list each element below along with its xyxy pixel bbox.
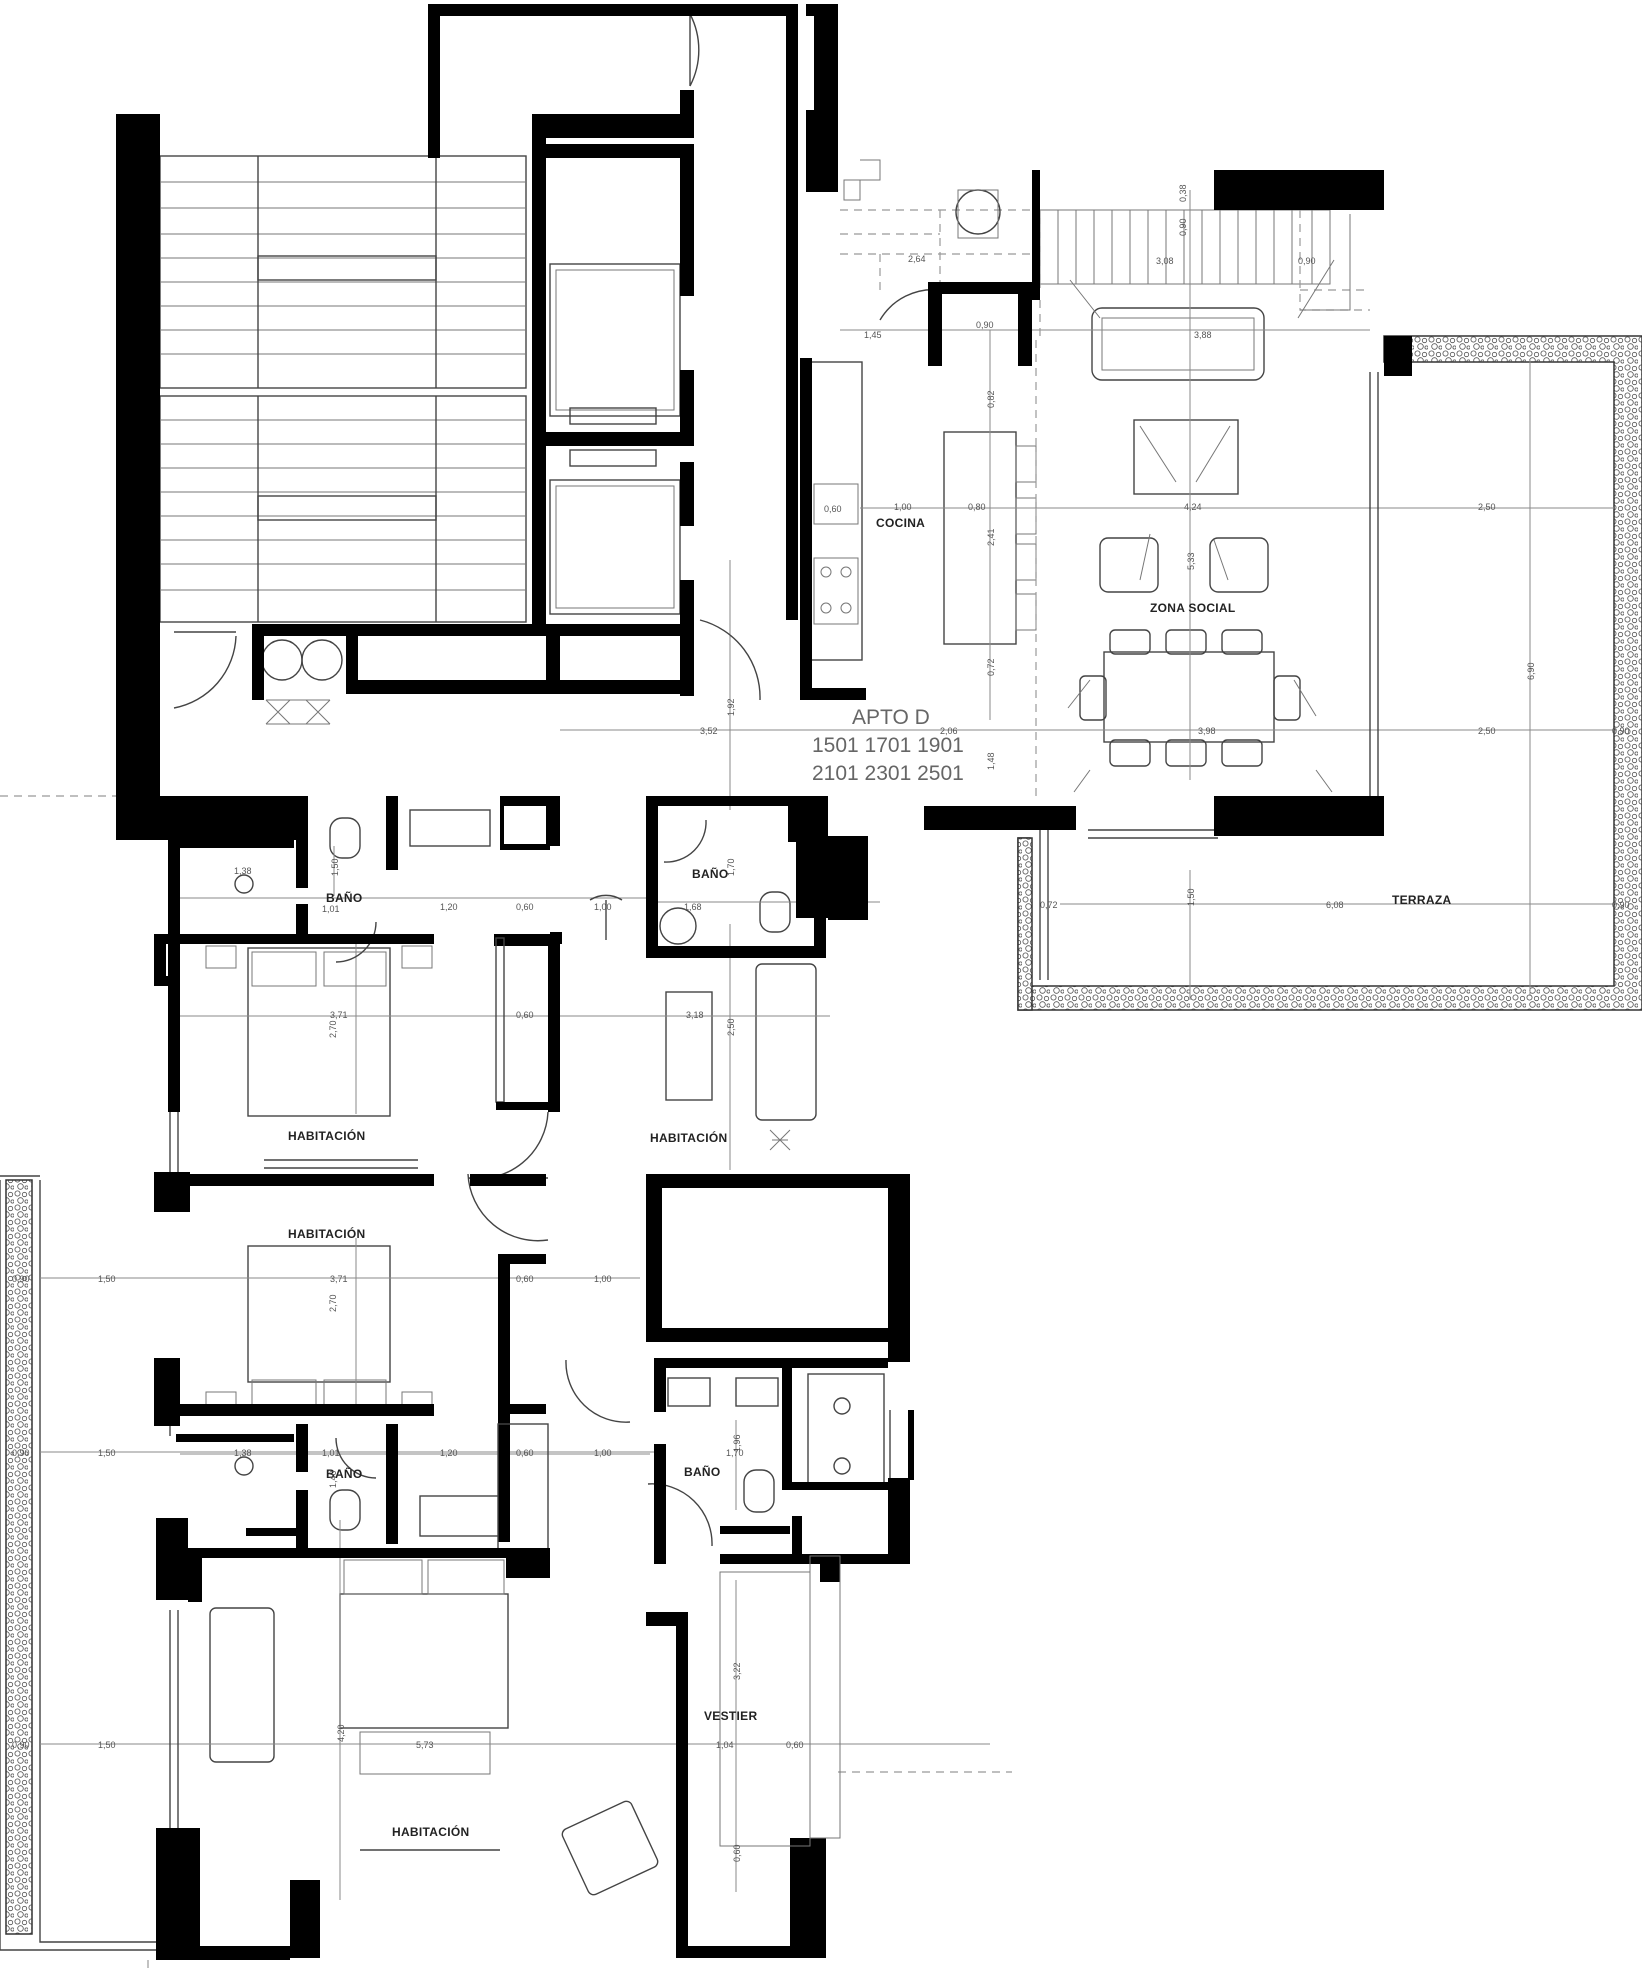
dim-0-90-l3: 0,90 bbox=[12, 1740, 30, 1750]
dim-1-00-c: 1,00 bbox=[594, 1448, 612, 1458]
dim-1-04: 1,04 bbox=[716, 1740, 734, 1750]
dim-0-90-c: 0,90 bbox=[976, 320, 994, 330]
dim-0-60-a: 0,60 bbox=[516, 902, 534, 912]
dim-0-38: 0,38 bbox=[1178, 184, 1188, 202]
dim-1-48: 1,48 bbox=[986, 752, 996, 770]
dim-3-52: 3,52 bbox=[700, 726, 718, 736]
room-label-bano-1: BAÑO bbox=[326, 890, 363, 905]
walls bbox=[116, 4, 1412, 1960]
dimension-lines bbox=[40, 190, 1614, 1900]
room-label-zona-social: ZONA SOCIAL bbox=[1150, 601, 1236, 615]
dim-2-50-c: 2,50 bbox=[726, 1018, 736, 1036]
social-guides bbox=[1035, 259, 1335, 796]
dim-0-60-d: 0,60 bbox=[516, 1448, 534, 1458]
dim-1-01-a: 1,01 bbox=[322, 904, 340, 914]
dim-3-98: 3,98 bbox=[1198, 726, 1216, 736]
west-terrace-planter bbox=[0, 1175, 160, 1951]
dim-2-50-a: 2,50 bbox=[1478, 502, 1496, 512]
dim-3-88: 3,88 bbox=[1194, 330, 1212, 340]
dim-0-60-c: 0,60 bbox=[516, 1274, 534, 1284]
dim-1-92: 1,92 bbox=[726, 698, 736, 716]
dimension-labels: 0,38 3,08 0,90 0,90 2,64 1,45 0,90 3,88 … bbox=[12, 184, 1630, 1862]
dim-1-70-b: 1,70 bbox=[726, 1448, 744, 1458]
room-labels: COCINA ZONA SOCIAL TERRAZA BAÑO BAÑO BAÑ… bbox=[288, 516, 1451, 1839]
apartment-units-line-1: 1501 1701 1901 bbox=[812, 734, 964, 757]
dim-5-73: 5,73 bbox=[416, 1740, 434, 1750]
dim-1-00-b: 1,00 bbox=[594, 1274, 612, 1284]
dim-1-45: 1,45 bbox=[864, 330, 882, 340]
dim-0-60-b: 0,60 bbox=[516, 1010, 534, 1020]
dim-3-71-a: 3,71 bbox=[330, 1010, 348, 1020]
dim-0-72-b: 0,72 bbox=[1040, 900, 1058, 910]
room-label-vestier: VESTIER bbox=[704, 1709, 757, 1723]
apartment-title: APTO D bbox=[852, 706, 930, 729]
stair-core bbox=[159, 155, 681, 725]
dim-3-18: 3,18 bbox=[686, 1010, 704, 1020]
dim-1-50-b: 1,50 bbox=[1186, 888, 1196, 906]
dim-5-33: 5,33 bbox=[1186, 552, 1196, 570]
room-label-cocina: COCINA bbox=[876, 516, 925, 530]
dim-0-90-l2: 0,90 bbox=[12, 1448, 30, 1458]
dim-2-70-b: 2,70 bbox=[328, 1294, 338, 1312]
room-label-bano-4: BAÑO bbox=[684, 1464, 721, 1479]
room-label-bano-3: BAÑO bbox=[326, 1466, 363, 1481]
dim-1-38-a: 1,38 bbox=[234, 866, 252, 876]
room-label-habitacion-2: HABITACIÓN bbox=[650, 1130, 727, 1145]
dim-4-20: 4,20 bbox=[336, 1724, 346, 1742]
dim-1-70-a: 1,70 bbox=[726, 858, 736, 876]
dim-0-82: 0,82 bbox=[986, 390, 996, 408]
dim-0-90-a: 0,90 bbox=[1178, 218, 1188, 236]
dim-1-68: 1,68 bbox=[684, 902, 702, 912]
reference-dashed-lines bbox=[0, 795, 1012, 1972]
dim-1-40: 1,40 bbox=[328, 1470, 338, 1488]
dim-3-08: 3,08 bbox=[1156, 256, 1174, 266]
dim-6-08: 6,08 bbox=[1326, 900, 1344, 910]
terraza-planter bbox=[1017, 335, 1642, 1011]
dim-4-24: 4,24 bbox=[1184, 502, 1202, 512]
dim-1-50-l1: 1,50 bbox=[98, 1274, 116, 1284]
dim-1-20-a: 1,20 bbox=[440, 902, 458, 912]
dim-3-71-b: 3,71 bbox=[330, 1274, 348, 1284]
dim-0-60-k: 0,60 bbox=[824, 504, 842, 514]
dim-1-50-a: 1,50 bbox=[330, 858, 340, 876]
dim-1-00-a: 1,00 bbox=[594, 902, 612, 912]
dim-1-50-l2: 1,50 bbox=[98, 1448, 116, 1458]
dim-2-64: 2,64 bbox=[908, 254, 926, 264]
dim-1-00-k: 1,00 bbox=[894, 502, 912, 512]
furniture bbox=[205, 307, 1301, 1896]
dim-6-90: 6,90 bbox=[1526, 662, 1536, 680]
dim-1-20-b: 1,20 bbox=[440, 1448, 458, 1458]
room-label-habitacion-3: HABITACIÓN bbox=[288, 1226, 365, 1241]
dim-0-90-b: 0,90 bbox=[1298, 256, 1316, 266]
dim-0-90-r: 0,90 bbox=[1612, 900, 1630, 910]
dim-2-50-b: 2,50 bbox=[1478, 726, 1496, 736]
apartment-label: APTO D 1501 1701 1901 2101 2301 2501 bbox=[812, 706, 964, 785]
dim-1-96: 1,96 bbox=[732, 1434, 742, 1452]
room-label-habitacion-1: HABITACIÓN bbox=[288, 1128, 365, 1143]
room-label-terraza: TERRAZA bbox=[1392, 893, 1451, 907]
apartment-units-line-2: 2101 2301 2501 bbox=[812, 762, 964, 785]
dim-1-01-b: 1,01 bbox=[322, 1448, 340, 1458]
dim-3-22: 3,22 bbox=[732, 1662, 742, 1680]
room-label-bano-2: BAÑO bbox=[692, 866, 729, 881]
dim-1-38-b: 1,38 bbox=[234, 1448, 252, 1458]
dim-0-60-f: 0,60 bbox=[732, 1844, 742, 1862]
dim-0-80: 0,80 bbox=[968, 502, 986, 512]
dim-2-70-a: 2,70 bbox=[328, 1020, 338, 1038]
dim-0-60-e: 0,60 bbox=[786, 1740, 804, 1750]
dim-0-90-l1: 0,90 bbox=[12, 1274, 30, 1284]
dim-1-50-l3: 1,50 bbox=[98, 1740, 116, 1750]
dim-0-90-t: 0,90 bbox=[1612, 726, 1630, 736]
room-label-habitacion-4: HABITACIÓN bbox=[392, 1824, 469, 1839]
dim-2-41: 2,41 bbox=[986, 528, 996, 546]
dim-0-72-a: 0,72 bbox=[986, 658, 996, 676]
dim-2-06: 2,06 bbox=[940, 726, 958, 736]
